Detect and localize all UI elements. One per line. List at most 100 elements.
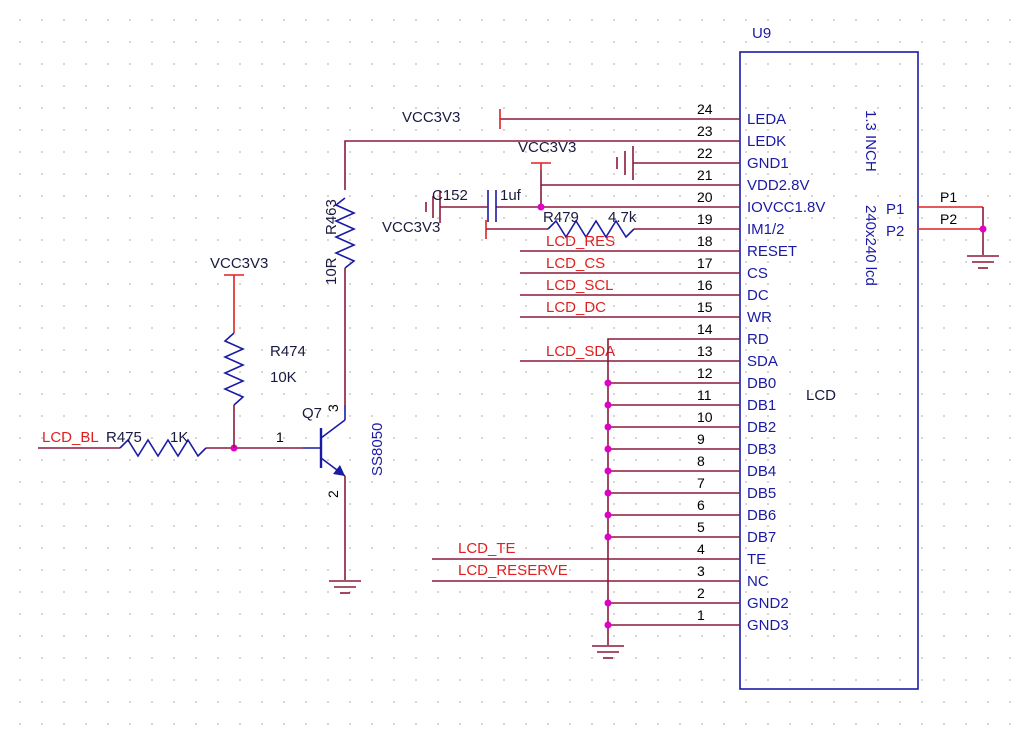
lcd-pin-number: 24 bbox=[697, 101, 713, 117]
lcd-pin-number: 9 bbox=[697, 431, 705, 447]
r474-resistor bbox=[223, 332, 245, 406]
lcd-pin-number: 18 bbox=[697, 233, 713, 249]
lcd-pin-name: DB4 bbox=[747, 463, 776, 480]
junction-dot bbox=[604, 467, 612, 475]
lcd-pin-name: RD bbox=[747, 331, 769, 348]
vcc-label-r474: VCC3V3 bbox=[210, 255, 268, 272]
lcd-body bbox=[739, 51, 919, 690]
lcd-pin-number: 1 bbox=[697, 607, 705, 623]
lcd-pin-name: DB0 bbox=[747, 375, 776, 392]
lcd-pin-name: GND3 bbox=[747, 617, 789, 634]
lcd-pin-number: 21 bbox=[697, 167, 713, 183]
lcd-pin-name: SDA bbox=[747, 353, 778, 370]
lcd-pin-name: NC bbox=[747, 573, 769, 590]
lcd-pin-number: 6 bbox=[697, 497, 705, 513]
r474-ref: R474 bbox=[270, 343, 306, 360]
lcd-pin-number: 16 bbox=[697, 277, 713, 293]
lcd-pin-number: 8 bbox=[697, 453, 705, 469]
p1-pin-num: P1 bbox=[940, 189, 957, 205]
c152-value: 1uf bbox=[500, 187, 522, 204]
lcd-pin-number: 7 bbox=[697, 475, 705, 491]
c152-ref: C152 bbox=[432, 187, 468, 204]
net-lcd-dc: LCD_DC bbox=[546, 299, 606, 316]
bus-taps bbox=[604, 379, 675, 629]
lcd-ref: U9 bbox=[752, 25, 771, 42]
lcd-pin-number: 10 bbox=[697, 409, 713, 425]
junction-dot bbox=[604, 401, 612, 409]
vcc-label-vdd: VCC3V3 bbox=[518, 139, 576, 156]
lcd-pins: 24LEDA23LEDK22GND121VDD2.8V20IOVCC1.8V19… bbox=[675, 101, 825, 634]
rd-ground-bus bbox=[607, 338, 675, 645]
r475-resistor bbox=[119, 438, 207, 458]
r475-value: 1K bbox=[170, 429, 188, 446]
vcc-label-cap: VCC3V3 bbox=[382, 219, 440, 236]
lcd-pin-number: 5 bbox=[697, 519, 705, 535]
lcd-pin-number: 4 bbox=[697, 541, 705, 557]
junction-dot bbox=[604, 621, 612, 629]
lcd-pin-name: IM1/2 bbox=[747, 221, 785, 238]
q7-pin-c: 3 bbox=[325, 404, 341, 412]
lcd-desc-1: 1.3 INCH bbox=[862, 110, 879, 172]
lcd-pin-name: LEDK bbox=[747, 133, 786, 150]
lcd-pin-name: DB6 bbox=[747, 507, 776, 524]
ground-symbol-gnd1 bbox=[616, 146, 634, 180]
lcd-pin-number: 14 bbox=[697, 321, 713, 337]
ground-symbol-c152 bbox=[425, 191, 441, 223]
lcd-pin-number: 23 bbox=[697, 123, 713, 139]
lcd-pin-name: RESET bbox=[747, 243, 797, 260]
ground-symbol-q7 bbox=[329, 580, 361, 594]
r479-ref: R479 bbox=[543, 209, 579, 226]
junction-dot bbox=[604, 511, 612, 519]
lcd-pin-number: 13 bbox=[697, 343, 713, 359]
p2-pin-num: P2 bbox=[940, 211, 957, 227]
lcd-pin-name: WR bbox=[747, 309, 772, 326]
r463-resistor bbox=[334, 197, 356, 269]
lcd-pin-name: DB3 bbox=[747, 441, 776, 458]
lcd-pin-number: 15 bbox=[697, 299, 713, 315]
lcd-pin-number: 12 bbox=[697, 365, 713, 381]
q7-pin-b: 1 bbox=[276, 429, 284, 445]
lcd-pin-name-p1: P1 bbox=[886, 201, 904, 218]
q7-part: SS8050 bbox=[369, 423, 386, 476]
lcd-pin-name: DB2 bbox=[747, 419, 776, 436]
junction-dot bbox=[604, 533, 612, 541]
net-lcd-te: LCD_TE bbox=[458, 540, 516, 557]
net-lcd-res: LCD_RES bbox=[546, 233, 615, 250]
lcd-name: LCD bbox=[806, 387, 836, 404]
junction-dot bbox=[604, 379, 612, 387]
net-lcd-reserve: LCD_RESERVE bbox=[458, 562, 568, 579]
lcd-pin-number: 19 bbox=[697, 211, 713, 227]
lcd-pin-number: 3 bbox=[697, 563, 705, 579]
lcd-pin-name: DB5 bbox=[747, 485, 776, 502]
lcd-pin-name: IOVCC1.8V bbox=[747, 199, 825, 216]
q7-pin-e: 2 bbox=[325, 490, 341, 498]
q7-ref: Q7 bbox=[302, 405, 322, 422]
vdd-wire bbox=[540, 170, 675, 186]
lcd-pin-name: VDD2.8V bbox=[747, 177, 810, 194]
junction-dot bbox=[604, 489, 612, 497]
r475-ref: R475 bbox=[106, 429, 142, 446]
ground-symbol-p bbox=[967, 255, 999, 269]
r474-value: 10K bbox=[270, 369, 297, 386]
r479-resistor bbox=[547, 219, 635, 239]
lcd-pin-name: GND1 bbox=[747, 155, 789, 172]
ground-symbol-bus bbox=[592, 645, 624, 659]
net-lcd-sda: LCD_SDA bbox=[546, 343, 615, 360]
junction-dot bbox=[979, 225, 987, 233]
lcd-pin-name: DB7 bbox=[747, 529, 776, 546]
r479-value: 4.7k bbox=[608, 209, 637, 226]
lcd-pin-number: 17 bbox=[697, 255, 713, 271]
lcd-pin-name: LEDA bbox=[747, 111, 786, 128]
r463-ref: R463 bbox=[323, 199, 340, 235]
lcd-pin-name-p2: P2 bbox=[886, 223, 904, 240]
lcd-pin-number: 20 bbox=[697, 189, 713, 205]
lcd-pin-name: CS bbox=[747, 265, 768, 282]
lcd-pin-number: 11 bbox=[697, 387, 712, 403]
lcd-pin-number: 2 bbox=[697, 585, 705, 601]
lcd-desc-2: 240x240 lcd bbox=[862, 205, 879, 286]
r463-value: 10R bbox=[323, 257, 340, 285]
junction-dot bbox=[604, 423, 612, 431]
junction-dot bbox=[537, 203, 545, 211]
vcc-label-leda: VCC3V3 bbox=[402, 109, 460, 126]
